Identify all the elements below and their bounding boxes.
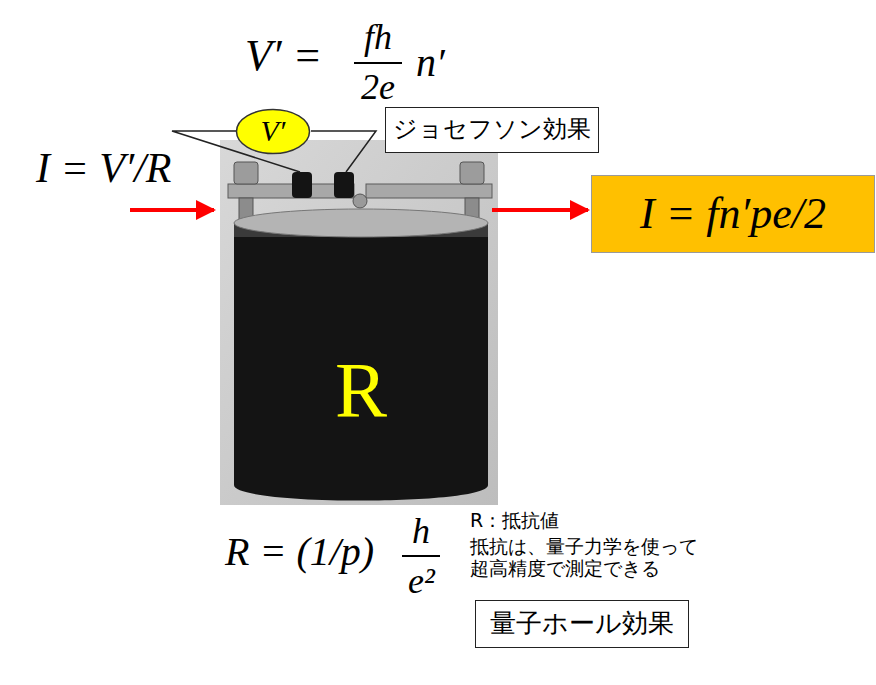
ellipse-shape	[237, 110, 310, 154]
current-result-box: I = fn′pe/2	[591, 175, 875, 253]
photo-ground	[220, 140, 498, 505]
node-text: I = fn′pe/2	[640, 189, 826, 240]
resistor-cylinder: R	[232, 207, 490, 503]
fraction-denominator: 2e	[361, 67, 395, 108]
node-text: 量子ホール効果	[490, 609, 674, 639]
note-text: R：抵抗値	[470, 510, 559, 532]
fraction-numerator: fh	[364, 17, 392, 58]
node-text: V′	[261, 114, 286, 149]
node-text: R	[335, 345, 387, 435]
voltmeter-ellipse: V′	[235, 108, 311, 155]
effect-box: ジョセフソン効果	[385, 107, 599, 153]
note-text: 抵抗は、量子力学を使って 超高精度で測定できる	[470, 536, 716, 580]
formula-text: n′	[416, 40, 445, 86]
node-text: ジョセフソン効果	[393, 116, 591, 144]
formula-text: R = (1/p)	[225, 529, 374, 575]
formula-text: V′ =	[245, 31, 322, 82]
cylinder-shape	[234, 223, 488, 501]
fraction-numerator: h	[412, 511, 430, 552]
terminal-plate	[228, 184, 492, 208]
cylinder-lid	[234, 209, 488, 237]
fraction-denominator: e²	[408, 561, 435, 602]
voltage-terminal	[292, 172, 354, 198]
formula-text: I = V′/R	[36, 144, 172, 192]
effect-box: 量子ホール効果	[475, 600, 689, 648]
